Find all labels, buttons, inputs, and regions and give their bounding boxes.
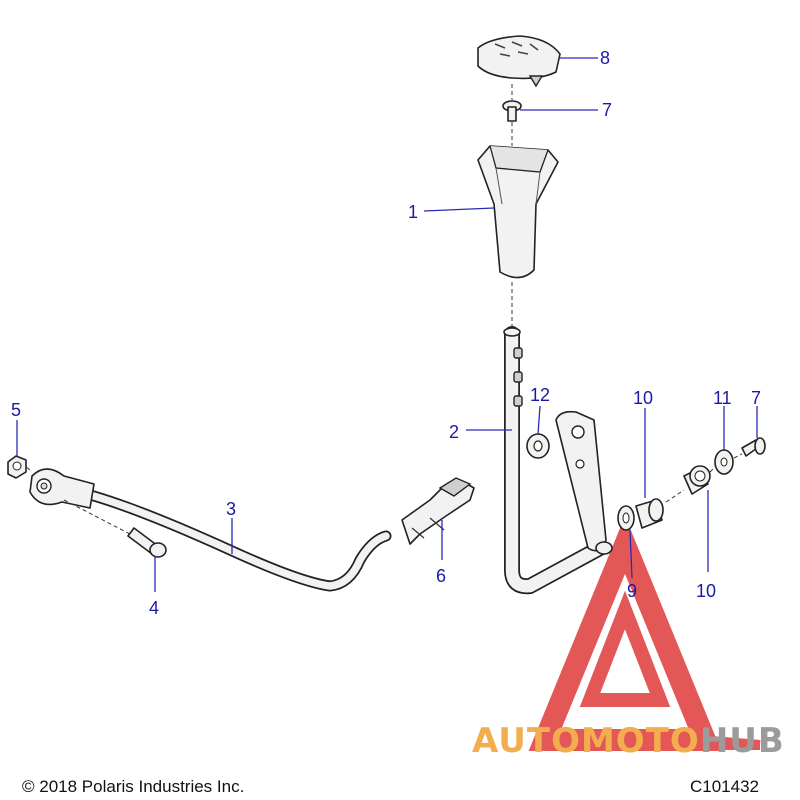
part-5-nut bbox=[7, 455, 27, 479]
callout-12: 12 bbox=[530, 385, 550, 405]
copyright-text: © 2018 Polaris Industries Inc. bbox=[22, 777, 244, 796]
callout-1: 1 bbox=[408, 202, 418, 222]
automotohub-watermark-logo: AUTOMOTOHUB bbox=[472, 516, 785, 761]
part-10-bushing-right bbox=[683, 465, 711, 495]
callout-2: 2 bbox=[449, 422, 459, 442]
watermark-brand-text: AUTOMOTO bbox=[472, 721, 700, 761]
part-1-shift-knob bbox=[477, 145, 559, 279]
part-11-washer bbox=[714, 449, 734, 475]
part-10-bushing-stack bbox=[635, 498, 664, 529]
callout-7-top: 7 bbox=[602, 100, 612, 120]
svg-text:AUTOMOTOHUB: AUTOMOTOHUB bbox=[472, 721, 785, 761]
callout-6: 6 bbox=[436, 566, 446, 586]
part-6-clip bbox=[401, 477, 475, 545]
part-2-shift-lever bbox=[503, 326, 613, 595]
callout-7-right: 7 bbox=[751, 388, 761, 408]
callout-numbers: 8 7 1 2 12 10 11 7 10 9 3 6 4 5 bbox=[11, 48, 761, 618]
callout-4: 4 bbox=[149, 598, 159, 618]
diagram-code: C101432 bbox=[690, 777, 759, 796]
part-7-screw-right bbox=[741, 437, 766, 457]
callout-leader-lines bbox=[16, 57, 758, 592]
part-12-washer bbox=[526, 433, 550, 459]
callout-3: 3 bbox=[226, 499, 236, 519]
callout-10-top: 10 bbox=[633, 388, 653, 408]
callout-5: 5 bbox=[11, 400, 21, 420]
part-9-bushing bbox=[617, 505, 635, 531]
watermark-hub-text: HUB bbox=[700, 721, 785, 761]
part-7-screw-top bbox=[502, 100, 522, 122]
callout-9: 9 bbox=[627, 581, 637, 601]
callout-10-bottom: 10 bbox=[696, 581, 716, 601]
part-3-shift-rod bbox=[29, 468, 392, 592]
part-8-knob-cap bbox=[477, 35, 561, 88]
callout-11: 11 bbox=[713, 388, 732, 408]
part-4-bolt bbox=[127, 527, 167, 558]
callout-8: 8 bbox=[600, 48, 610, 68]
